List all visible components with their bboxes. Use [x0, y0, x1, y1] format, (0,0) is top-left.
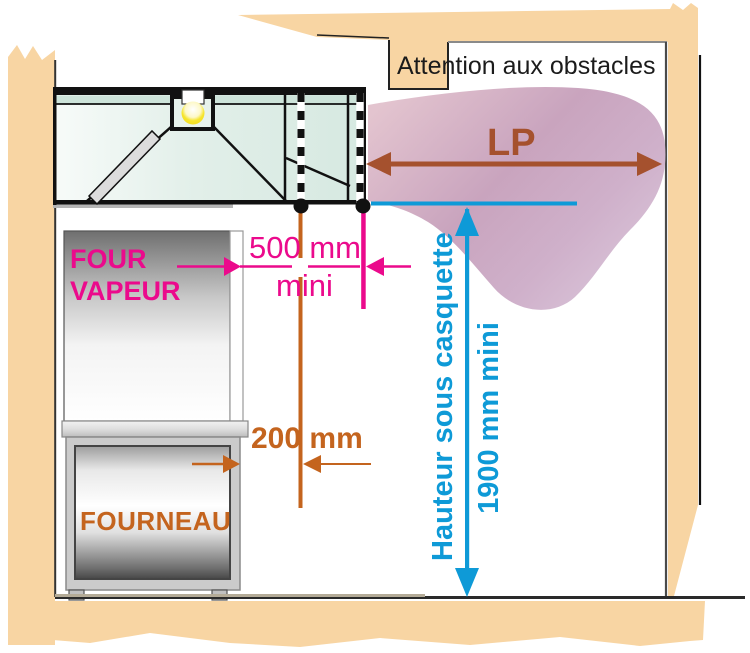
hood-right-diagonal	[285, 156, 351, 188]
dim500-arrowhead-right	[366, 257, 384, 276]
hood-shadow	[53, 204, 233, 208]
magenta-ref-line	[361, 206, 366, 309]
left-wall-border	[8, 45, 55, 645]
hood-level-line	[371, 201, 577, 206]
obstacles-warning-label: Attention aux obstacles	[397, 52, 656, 80]
steam-oven-body	[63, 230, 231, 422]
dim500-arrowhead-left	[224, 257, 241, 276]
height-dimension-value: 1900 mm mini	[473, 322, 505, 514]
side-clearance-value: 500 mm	[249, 230, 361, 265]
lp-arrowhead-left	[366, 152, 391, 176]
floor-line	[55, 596, 745, 599]
height-arrowhead-top	[455, 207, 479, 236]
hood-top-bar	[53, 87, 366, 95]
counter-shelf	[61, 420, 249, 438]
lp-arrowhead-right	[637, 152, 662, 176]
hood-left-edge	[53, 87, 57, 205]
lp-dimension-label: LP	[487, 122, 536, 164]
vapor-plume	[368, 86, 666, 310]
hood-diagonal-right	[213, 126, 287, 202]
lamp-bulb-icon	[181, 101, 205, 125]
overhang-value: 200 mm	[251, 422, 363, 455]
floor-border	[8, 601, 705, 647]
stove-label: FOURNEAU	[80, 506, 232, 536]
dim200-arrowhead-left	[223, 455, 240, 473]
ceiling-edge-line	[316, 34, 390, 39]
steam-oven-label: FOUR VAPEUR	[70, 244, 181, 306]
orange-ref-line-upper	[298, 206, 303, 258]
height-arrowhead-bottom	[455, 568, 479, 597]
ceiling-tab-outline	[388, 40, 449, 90]
hood-filter-slat	[87, 129, 162, 206]
dim200-arrowhead-right	[303, 455, 321, 473]
floor-line-grey	[55, 594, 425, 597]
steam-oven-side-panel	[229, 230, 244, 422]
height-dimension-label: Hauteur sous casquette	[427, 232, 459, 561]
reference-dot-1	[293, 198, 309, 214]
side-clearance-qualifier: mini	[276, 268, 333, 303]
stove-front	[74, 445, 231, 580]
hood-right-edge	[362, 87, 366, 205]
hood-bottom-edge	[53, 200, 366, 205]
orange-ref-line-lower	[298, 277, 303, 508]
reference-dot-2	[355, 198, 371, 214]
height-arrow-line	[465, 209, 470, 591]
